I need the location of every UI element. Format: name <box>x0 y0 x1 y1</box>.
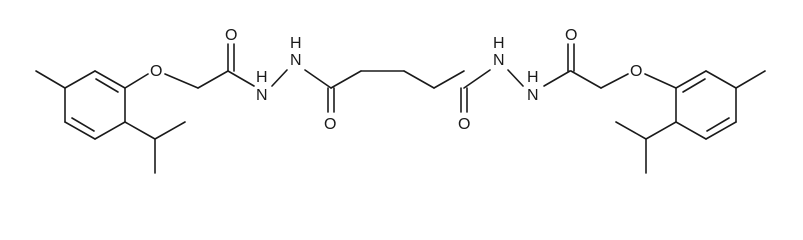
right-isopropyl <box>615 121 677 174</box>
right-ether-oxygen: O <box>630 63 642 80</box>
left-nh-mid-carbonyl-bond <box>304 69 332 89</box>
right-nh-1-h: H <box>493 35 505 52</box>
left-nh-2-n: N <box>290 52 302 69</box>
left-nh-2-h: H <box>290 35 302 52</box>
right-methyl-bond <box>735 70 766 89</box>
left-nh-1-n: N <box>256 87 268 104</box>
left-aryl-oxygen-bond <box>124 73 149 89</box>
right-nh-carbonyl-bond <box>543 70 571 87</box>
right-n-n-bond <box>507 69 524 87</box>
molecule-drawing: O O H N N H O O N H H N O O <box>35 27 766 174</box>
right-nh-2-h: H <box>527 69 539 86</box>
left-oxygen-ch2-bond <box>164 73 199 89</box>
right-oxygen-aryl-bond <box>644 73 677 89</box>
right-nh-2-n: N <box>527 87 539 104</box>
left-n-n-bond <box>271 69 288 87</box>
left-carbonyl-oxygen: O <box>225 27 237 44</box>
mid-right-carbonyl-oxygen: O <box>458 116 470 133</box>
central-chain <box>330 70 465 89</box>
left-ether-oxygen: O <box>150 63 162 80</box>
right-ch2-oxygen-bond <box>600 73 629 89</box>
right-aryl-ring <box>675 70 737 140</box>
left-methyl-bond <box>35 70 66 89</box>
left-nh-1-h: H <box>256 69 268 86</box>
left-ch2-carbonyl-bond <box>197 70 229 89</box>
left-carbonyl-nh-bond <box>227 70 255 87</box>
mid-right-carbonyl-nh-bond <box>463 69 491 89</box>
right-carbonyl-oxygen: O <box>565 27 577 44</box>
left-aryl-ring <box>64 70 126 140</box>
structure-diagram: O O H N N H O O N H H N O O <box>35 27 766 174</box>
mid-left-carbonyl-oxygen: O <box>324 116 336 133</box>
left-isopropyl <box>124 121 186 174</box>
right-carbonyl-ch2-bond <box>570 70 602 89</box>
right-nh-1-n: N <box>493 52 505 69</box>
